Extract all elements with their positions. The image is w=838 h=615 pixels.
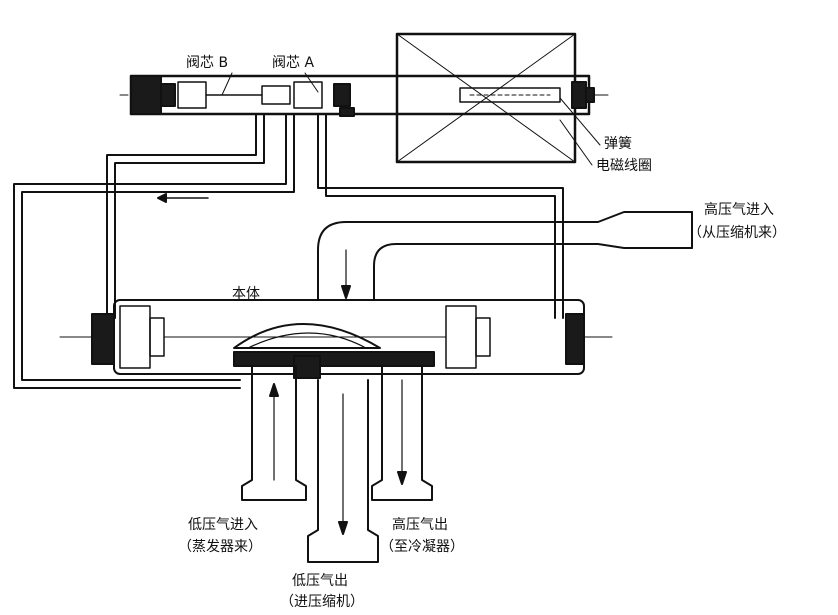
solenoid-coil [395,32,577,164]
high-pressure-inlet-pipe [317,211,693,301]
label-spring: 弹簧 [604,136,632,152]
pipe-low-pressure-in [241,365,307,501]
capillary-tube-right [317,113,564,319]
label-low-pressure-in: 低压气进入 [188,517,258,533]
label-solenoid-coil: 电磁线圈 [596,158,652,174]
label-valve-core-a: 阀芯 A [272,55,315,71]
label-low-pressure-in-note: （蒸发器来） [178,539,262,555]
pilot-valve [119,74,609,117]
pipe-high-pressure-out [371,365,433,501]
valve-body [59,299,613,379]
label-high-pressure-in-note: （从压缩机来） [688,225,786,241]
leader-lines [221,72,601,166]
label-low-pressure-out-note: （进压缩机） [280,594,364,610]
label-valve-core-b: 阀芯 B [186,55,229,71]
label-high-pressure-out: 高压气出 [392,517,448,533]
label-high-pressure-out-note: （至冷凝器） [380,539,464,555]
capillary-tube-outer [13,113,295,389]
pipe-low-pressure-out [307,379,379,563]
flow-arrow-left [157,193,209,203]
label-high-pressure-in: 高压气进入 [704,202,774,218]
label-low-pressure-out: 低压气出 [292,573,348,589]
label-body: 本体 [232,286,260,302]
capillary-tube-left [106,113,265,319]
